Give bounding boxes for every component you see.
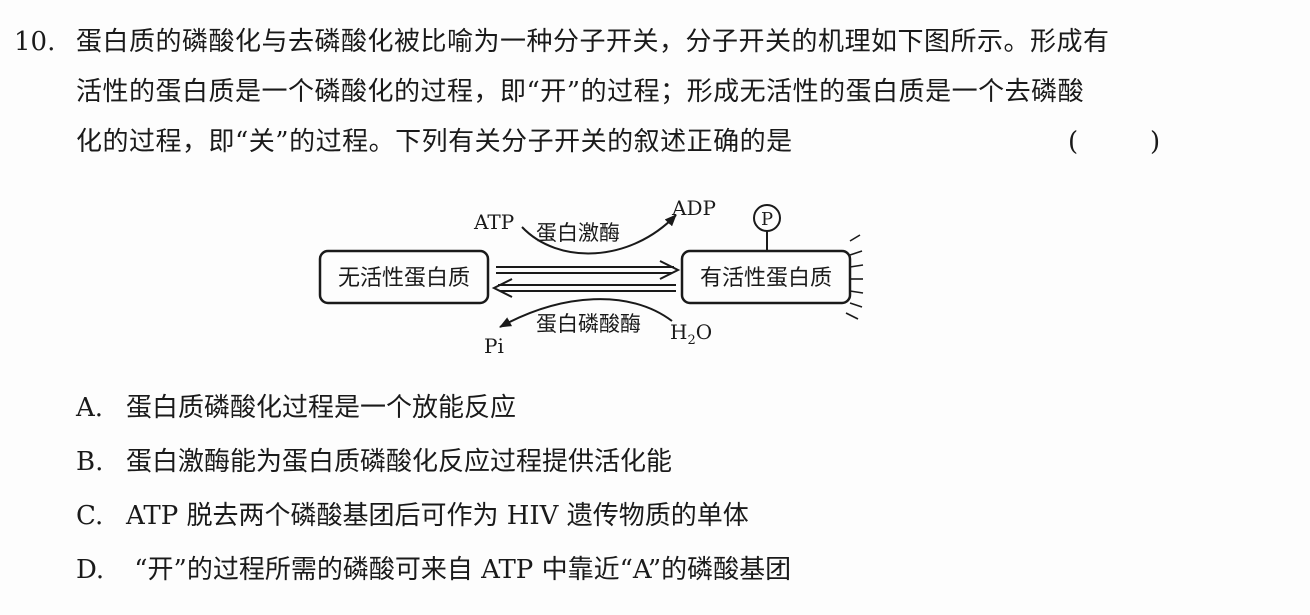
forward-reaction-arrow	[496, 260, 681, 280]
atp-to-adp-curve	[521, 214, 677, 255]
active-protein-fringe	[845, 234, 864, 320]
kinase-label: 蛋白激酶	[536, 221, 620, 245]
inactive-protein-box	[318, 249, 490, 305]
question-stem-line-2: 活性的蛋白质是一个磷酸化的过程，即“开”的过程；形成无活性的蛋白质是一个去磷酸	[76, 77, 1085, 107]
option-a[interactable]: A. 蛋白质磷酸化过程是一个放能反应	[76, 390, 516, 426]
adp-label: ADP	[671, 196, 716, 220]
option-d-text: “开”的过程所需的磷酸可来自 ATP 中靠近“A”的磷酸基团	[126, 555, 792, 585]
option-d-letter: D.	[76, 555, 105, 585]
inactive-protein-label: 无活性蛋白质	[338, 266, 470, 291]
atp-label: ATP	[473, 210, 514, 234]
pi-label: Pi	[484, 334, 504, 358]
phosphatase-label: 蛋白磷酸酶	[536, 312, 641, 336]
option-a-letter: A.	[76, 393, 104, 423]
water-h: H	[670, 320, 687, 344]
answer-paren-open: (	[1068, 127, 1079, 157]
option-b-text: 蛋白激酶能为蛋白质磷酸化反应过程提供活化能	[126, 447, 673, 477]
option-a-text: 蛋白质磷酸化过程是一个放能反应	[126, 393, 517, 423]
question-stem-line-1: 蛋白质的磷酸化与去磷酸化被比喻为一种分子开关，分子开关的机理如下图所示。形成有	[76, 27, 1110, 57]
question-stem-line-3: 化的过程，即“关”的过程。下列有关分子开关的叙述正确的是	[76, 127, 793, 157]
phosphate-group-label: P	[761, 209, 773, 230]
molecular-switch-diagram: 无活性蛋白质 有活性蛋白质 P	[318, 196, 864, 358]
water-label: H2O	[670, 320, 712, 348]
water-o: O	[696, 320, 712, 344]
option-c-text: ATP 脱去两个磷酸基团后可作为 HIV 遗传物质的单体	[126, 501, 749, 531]
answer-paren-close: )	[1150, 127, 1161, 157]
option-b[interactable]: B. 蛋白激酶能为蛋白质磷酸化反应过程提供活化能	[76, 444, 672, 480]
reverse-reaction-arrow	[491, 278, 676, 298]
water-to-pi-curve	[499, 298, 673, 328]
question-number: 10.	[14, 27, 56, 57]
active-protein-label: 有活性蛋白质	[700, 266, 832, 291]
option-d[interactable]: D. “开”的过程所需的磷酸可来自 ATP 中靠近“A”的磷酸基团	[76, 552, 791, 588]
option-c-letter: C.	[76, 501, 104, 531]
option-b-letter: B.	[76, 447, 104, 477]
water-subscript: 2	[687, 333, 695, 348]
option-c[interactable]: C. ATP 脱去两个磷酸基团后可作为 HIV 遗传物质的单体	[76, 498, 749, 534]
